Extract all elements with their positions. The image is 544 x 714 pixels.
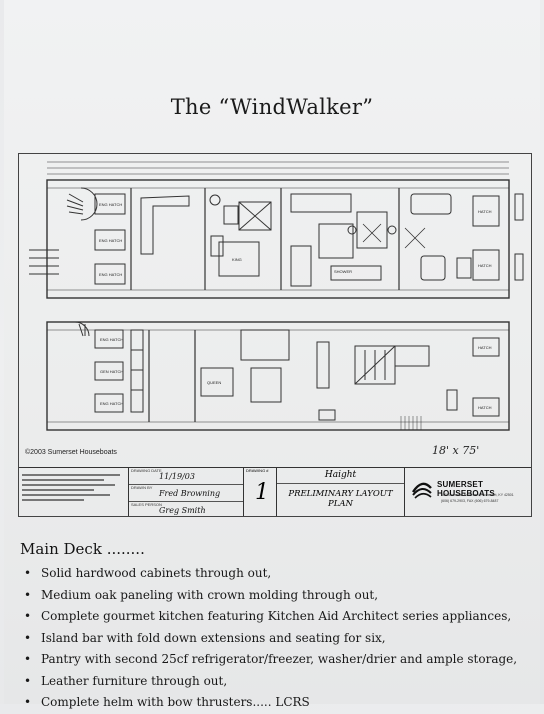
hatch-label-3: HATCH (478, 345, 492, 350)
drawn-by-row: DRAWN BY Fred Browning (129, 485, 243, 502)
drawn-by: Fred Browning (159, 489, 221, 498)
copyright-text: ©2003 Sumerset Houseboats (25, 449, 117, 456)
feature-list: Solid hardwood cabinets through out, Med… (24, 563, 517, 714)
plan-description: PRELIMINARY LAYOUT PLAN (288, 489, 393, 509)
feature-item: Complete gourmet kitchen featuring Kitch… (24, 606, 517, 628)
feature-item: Island bar with fold down extensions and… (24, 628, 517, 650)
boat-dimensions: 18' x 75' (432, 444, 480, 457)
sales-row: SALES PERSON Greg Smith (129, 502, 243, 518)
feature-item: Leather furniture through out, (24, 671, 517, 693)
feature-item: Pantry with second 25cf refrigerator/fre… (24, 649, 517, 671)
title-block-logo: SUMERSET HOUSEBOATS 380 Somerset Bouleva… (405, 468, 531, 516)
title-block-notes (19, 468, 129, 516)
eng-hatch-label-5: ENG HATCH (100, 401, 123, 406)
title-block: DRAWING DATE 11/19/03 DRAWN BY Fred Brow… (19, 467, 531, 516)
plan-name: Haight (277, 470, 404, 484)
lower-deck-outline (46, 321, 510, 431)
drawn-by-label: DRAWN BY (131, 485, 153, 490)
eng-hatch-label-3: ENG HATCH (99, 272, 122, 277)
gen-hatch-label: GEN HATCH (100, 369, 123, 374)
date-row: DRAWING DATE 11/19/03 (129, 468, 243, 485)
title-block-sheet: DRAWING # 1 (244, 468, 277, 516)
feature-item: Medium oak paneling with crown molding t… (24, 585, 517, 607)
document-title: The “WindWalker” (170, 95, 374, 119)
title-block-info: DRAWING DATE 11/19/03 DRAWN BY Fred Brow… (129, 468, 244, 516)
queen-bed (200, 367, 234, 397)
floor-plan-svg: ENG HATCH ENG HATCH ENG HATCH KING HATCH… (29, 161, 524, 431)
feature-item: Solid hardwood cabinets through out, (24, 563, 517, 585)
main-deck-outline (46, 179, 510, 299)
eng-hatch-label-2: ENG HATCH (99, 238, 122, 243)
sumerset-logo-icon (411, 482, 432, 499)
company-address: 380 Somerset Boulevard, Somerset, KY 425… (441, 493, 514, 497)
company-name: SUMERSET HOUSEBOATS (437, 480, 495, 498)
queen-label: QUEEN (207, 380, 221, 385)
eng-hatch-label-1: ENG HATCH (99, 202, 122, 207)
king-bed (218, 241, 260, 277)
eng-hatch-label-4: ENG HATCH (100, 337, 123, 342)
sheet-label: DRAWING # (246, 468, 269, 473)
floor-plan-drawing: ENG HATCH ENG HATCH ENG HATCH KING HATCH… (18, 153, 532, 517)
sales-label: SALES PERSON (131, 502, 162, 507)
hatch-label-2: HATCH (478, 263, 492, 268)
main-deck-heading: Main Deck ........ (20, 540, 145, 558)
king-label: KING (232, 257, 242, 262)
document-sheet: The “WindWalker” (4, 0, 540, 713)
hatch-label-4: HATCH (478, 405, 492, 410)
hatch-label-1: HATCH (478, 209, 492, 214)
drawing-date: 11/19/03 (159, 472, 195, 481)
sheet-number: 1 (255, 480, 269, 505)
date-label: DRAWING DATE (131, 468, 162, 473)
title-block-description: Haight PRELIMINARY LAYOUT PLAN (277, 468, 405, 516)
sales-person: Greg Smith (159, 506, 206, 515)
shower-label: SHOWER (334, 269, 352, 274)
feature-item: Complete helm with bow thrusters..... LC… (24, 692, 517, 714)
company-phone: (606) 679-2903, FAX (606) 679-8487 (441, 499, 499, 503)
